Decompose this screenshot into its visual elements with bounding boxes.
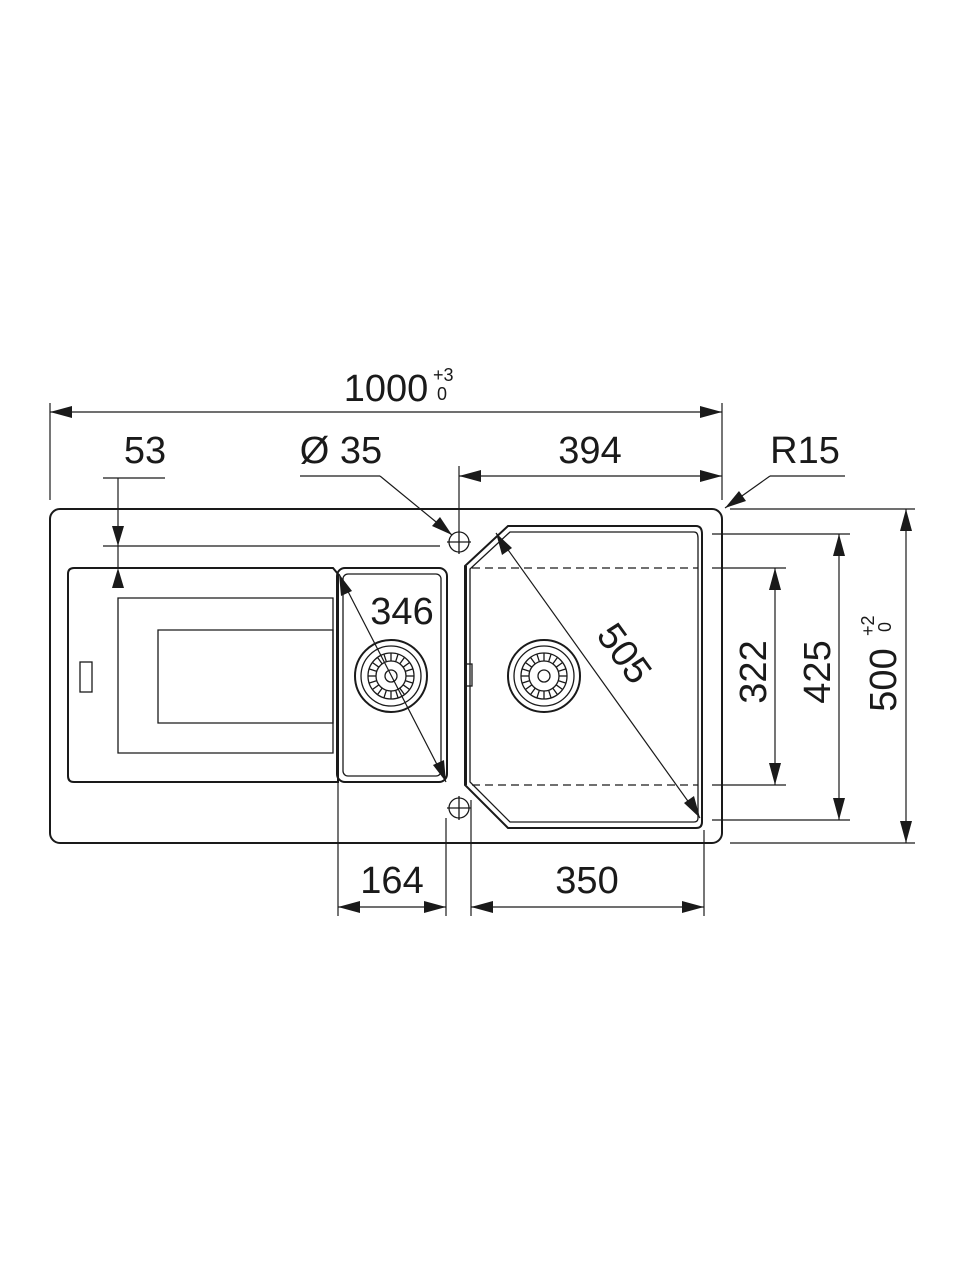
dim-overall-width-tol-minus: 0 xyxy=(437,384,447,404)
dim-small-bowl-width-label: 164 xyxy=(360,860,423,902)
dim-small-bowl-diag: 346 xyxy=(338,573,447,783)
dim-drainer-offset-label: 53 xyxy=(124,430,166,472)
dim-hole-to-edge-label: 394 xyxy=(558,430,621,472)
dim-bowl-flat-depth: 322 xyxy=(712,567,786,786)
dim-main-bowl-diag-label: 505 xyxy=(588,616,659,692)
dim-overall-width-tol-plus: +3 xyxy=(433,365,454,385)
drainer-area xyxy=(67,567,339,783)
dim-hole-to-edge: 394 xyxy=(458,430,722,530)
dim-hole-diameter: Ø 35 xyxy=(300,430,453,536)
dim-overall-depth-tol-minus: 0 xyxy=(875,622,895,632)
small-bowl xyxy=(336,567,448,783)
dim-bowl-depth-label: 425 xyxy=(797,640,839,703)
dim-small-bowl-width: 164 xyxy=(337,782,447,916)
dim-drainer-offset: 53 xyxy=(103,430,440,588)
sink-outline xyxy=(49,508,723,844)
dim-overall-depth-label: 500 xyxy=(863,648,905,711)
dim-overall-depth: 500 +2 0 xyxy=(730,508,915,844)
dim-corner-radius: R15 xyxy=(724,430,845,509)
dim-overall-width-label: 1000 xyxy=(344,368,429,410)
main-bowl xyxy=(464,525,703,829)
dim-main-bowl-width-label: 350 xyxy=(555,860,618,902)
dim-overall-depth-tol-plus: +2 xyxy=(858,615,878,636)
dim-small-bowl-diag-label: 346 xyxy=(370,591,433,633)
dim-bowl-flat-depth-label: 322 xyxy=(733,640,775,703)
dim-corner-radius-label: R15 xyxy=(770,430,840,472)
dim-hole-diameter-label: Ø 35 xyxy=(300,430,382,472)
tap-hole-bottom xyxy=(447,796,471,820)
tap-hole-top xyxy=(447,530,471,554)
dim-overall-width: 1000 +3 0 xyxy=(49,365,723,500)
dim-main-bowl-width: 350 xyxy=(470,800,705,916)
dim-bowl-depth: 425 xyxy=(712,533,850,821)
